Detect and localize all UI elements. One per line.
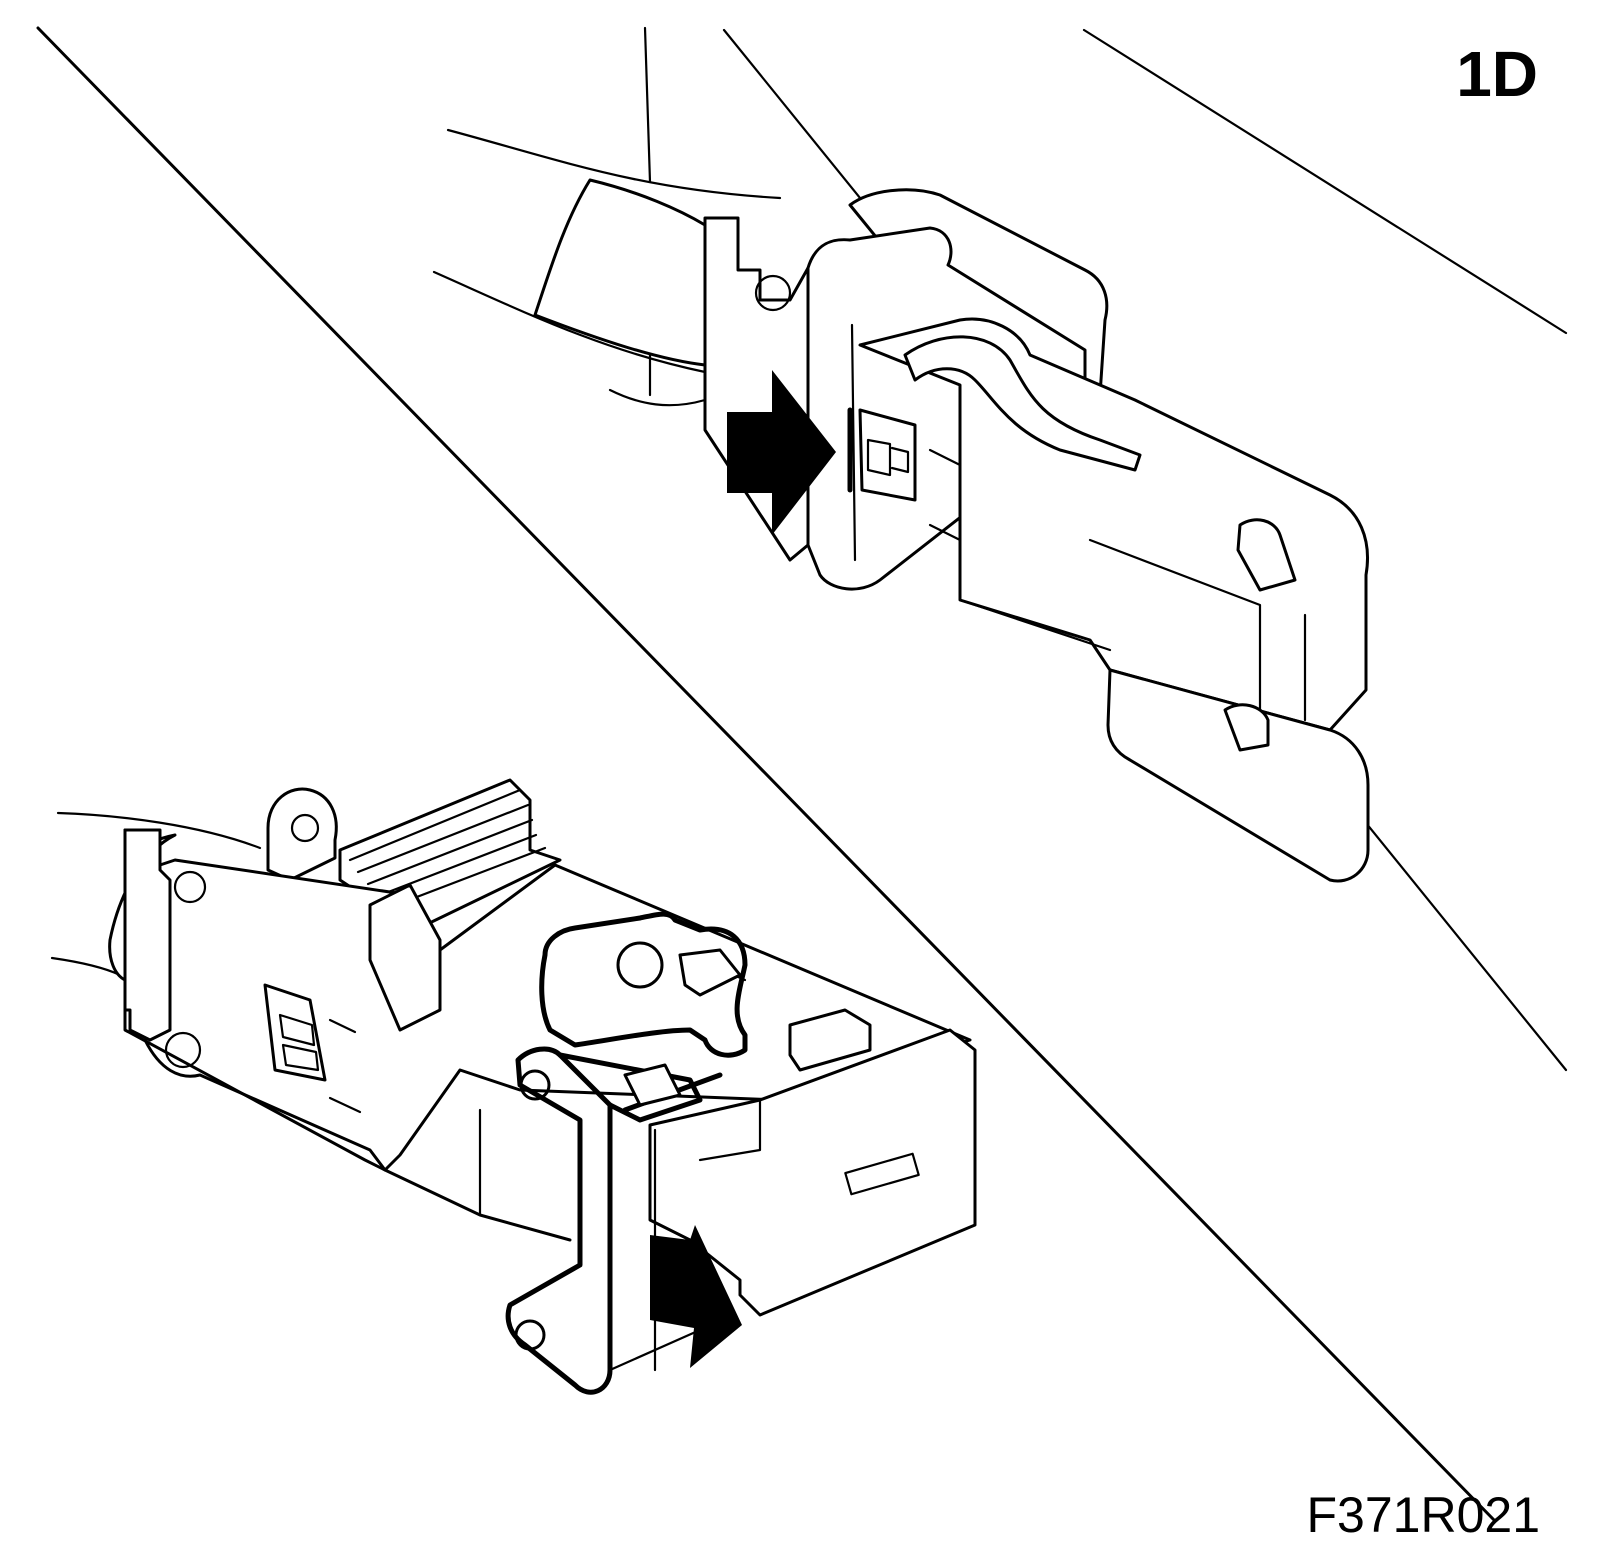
latch-window (866, 438, 892, 477)
latch-slot (328, 1096, 362, 1114)
panel-edge-line (643, 26, 652, 184)
top-assembly (432, 26, 1568, 1072)
lock-bracket (505, 1046, 613, 1395)
body-edge (958, 598, 1112, 652)
flange-hole (164, 1031, 202, 1069)
rib-line (348, 788, 522, 862)
bracket-hole (519, 1069, 551, 1101)
connector-body (858, 317, 1369, 732)
latch-saddle (903, 335, 1142, 472)
latch-slot (928, 448, 962, 467)
flange-hole (173, 870, 207, 904)
bracket-square (623, 1063, 682, 1107)
rib-line (366, 818, 534, 886)
housing-edge (698, 1098, 762, 1162)
rib-line (356, 803, 530, 874)
end-tab (1236, 518, 1297, 592)
cable-line (608, 388, 707, 407)
cable-line (446, 128, 782, 200)
end-tab (1223, 703, 1270, 752)
body-edge (1088, 538, 1262, 742)
arrow-right-icon (727, 370, 836, 535)
frame-edge (850, 323, 857, 562)
cable-boot (533, 178, 707, 367)
cable-line (432, 270, 707, 374)
pin-block (788, 1008, 872, 1072)
connector-flange (123, 828, 172, 1042)
latch-window (890, 446, 910, 474)
lever-tab (678, 948, 742, 997)
latch-window (278, 1013, 316, 1047)
rib-line (376, 833, 538, 898)
housing-slot (844, 1152, 920, 1196)
connector-shroud (1106, 668, 1370, 883)
lock-lever (539, 911, 748, 1058)
latch-window (281, 1043, 320, 1072)
connector-frame (806, 226, 1087, 591)
cable-line (56, 811, 262, 850)
latch-clip (858, 408, 917, 502)
eye-hole (290, 813, 320, 843)
figure-code: F371R021 (1306, 1487, 1541, 1542)
lever-pivot (616, 941, 664, 989)
block-face (368, 883, 442, 1032)
flange-hole (754, 274, 792, 312)
latch-slot (328, 1018, 357, 1034)
diagonal-divider (36, 26, 1496, 1522)
arrow-down-right-icon (650, 1225, 742, 1368)
latch-slot (928, 523, 962, 542)
mounting-eye (266, 787, 338, 882)
connector-flange (703, 216, 810, 562)
panel-edge-line (1082, 28, 1568, 335)
body-lower-edge (143, 1038, 572, 1242)
step-label: 1D (1456, 38, 1538, 110)
bracket-edge (608, 1328, 702, 1372)
bracket-hole (514, 1319, 546, 1351)
latch-clip (263, 983, 327, 1082)
front-housing (648, 1028, 977, 1317)
bottom-assembly (50, 778, 977, 1395)
